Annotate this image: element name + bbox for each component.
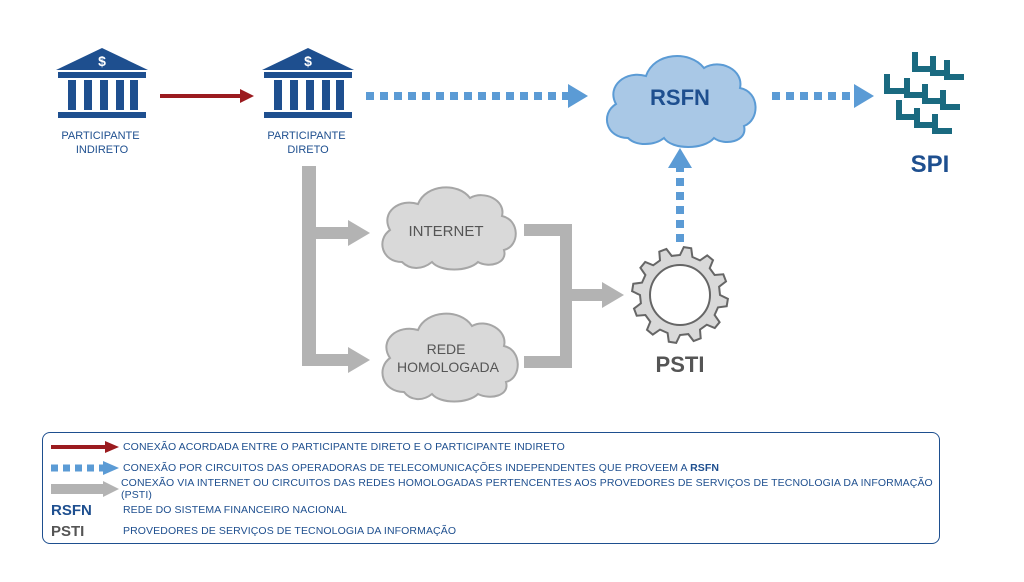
dotted-arrow-icon	[43, 458, 123, 478]
gear-hole	[649, 264, 711, 326]
legend-psti-abbr: PSTI	[51, 522, 85, 540]
legend-rsfn-circuit-text: CONEXÃO POR CIRCUITOS DAS OPERADORAS DE …	[123, 462, 720, 474]
spi-label: SPI	[911, 151, 950, 178]
legend-row-rsfn-circuit: CONEXÃO POR CIRCUITOS DAS OPERADORAS DE …	[43, 458, 719, 478]
legend-row-rsfn: RSFN REDE DO SISTEMA FINANCEIRO NACIONAL	[43, 500, 347, 520]
legend-rsfn-abbr: RSFN	[51, 501, 92, 519]
red-arrow-icon	[43, 437, 123, 457]
legend-psti-text: PROVEDORES DE SERVIÇOS DE TECNOLOGIA DA …	[123, 525, 457, 537]
rede-homologada-cloud: REDE HOMOLOGADA	[381, 312, 519, 403]
spi-logo-icon: SPI	[884, 52, 964, 178]
psti-gear-icon	[630, 245, 730, 345]
bank-dollar-symbol: $	[98, 53, 106, 69]
legend-agreed-text: CONEXÃO ACORDADA ENTRE O PARTICIPANTE DI…	[123, 441, 565, 453]
legend: CONEXÃO ACORDADA ENTRE O PARTICIPANTE DI…	[42, 432, 940, 544]
rsfn-cloud: RSFN	[606, 55, 757, 148]
psti-connection-arrows	[302, 166, 624, 373]
rsfn-circuit-arrow	[366, 84, 588, 108]
internet-label: INTERNET	[409, 223, 484, 240]
gray-arrow-icon	[43, 479, 121, 499]
participante-indireto-label: PARTICIPANTE INDIRETO	[61, 130, 142, 156]
bank-dollar-symbol: $	[304, 53, 312, 69]
legend-row-psti-connection: CONEXÃO VIA INTERNET OU CIRCUITOS DAS RE…	[43, 477, 939, 501]
legend-rsfn-text: REDE DO SISTEMA FINANCEIRO NACIONAL	[123, 504, 348, 516]
psti-to-rsfn-arrow	[668, 148, 692, 242]
spi-circuit-arrow	[772, 84, 874, 108]
legend-psti-connection-text: CONEXÃO VIA INTERNET OU CIRCUITOS DAS RE…	[121, 477, 933, 501]
legend-row-psti: PSTI PROVEDORES DE SERVIÇOS DE TECNOLOGI…	[43, 521, 456, 541]
participante-indireto-bank-icon: $	[56, 48, 148, 118]
rede-homologada-label: REDE HOMOLOGADA	[397, 341, 500, 375]
agreed-connection-arrow	[160, 89, 254, 103]
participante-direto-bank-icon: $	[262, 48, 354, 118]
internet-cloud: INTERNET	[381, 186, 517, 271]
psti-label: PSTI	[656, 352, 705, 377]
participante-direto-label: PARTICIPANTE DIRETO	[267, 130, 348, 156]
rsfn-label: RSFN	[650, 85, 710, 110]
legend-row-agreed: CONEXÃO ACORDADA ENTRE O PARTICIPANTE DI…	[43, 437, 565, 457]
